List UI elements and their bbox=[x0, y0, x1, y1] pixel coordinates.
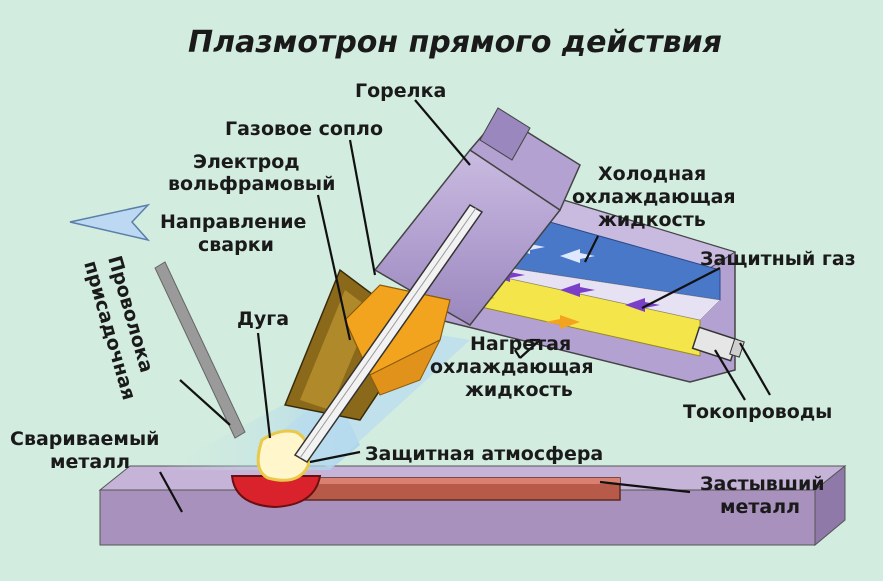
current-conductors bbox=[691, 326, 745, 362]
label-electrode-1: Электрод bbox=[193, 151, 300, 173]
diagram-title: Плазмотрон прямого действия bbox=[188, 25, 722, 60]
label-shield-gas: Защитный газ bbox=[700, 248, 856, 270]
label-cold-1: Холодная bbox=[598, 163, 706, 185]
weld-pool bbox=[230, 475, 322, 509]
label-gas-nozzle: Газовое сопло bbox=[225, 118, 383, 140]
label-base-metal-1: Свариваемый bbox=[10, 428, 159, 450]
arc bbox=[256, 429, 311, 482]
label-electrode-2: вольфрамовый bbox=[168, 173, 335, 195]
label-torch: Горелка bbox=[355, 80, 446, 102]
filler-wire bbox=[154, 261, 246, 439]
label-direction-1: Направление bbox=[160, 211, 306, 233]
pointer-lines bbox=[159, 99, 771, 513]
tungsten-electrode bbox=[293, 204, 484, 463]
label-conductors: Токопроводы bbox=[683, 401, 832, 423]
label-base-metal-2: металл bbox=[50, 451, 130, 473]
label-arc: Дуга bbox=[237, 308, 289, 330]
direction-arrow bbox=[69, 203, 151, 242]
label-cold-2: охлаждающая bbox=[572, 186, 736, 208]
label-solid-2: металл bbox=[720, 496, 800, 518]
label-cold-3: жидкость bbox=[598, 209, 706, 231]
label-atmosphere: Защитная атмосфера bbox=[365, 443, 603, 465]
label-hot-1: Нагретая bbox=[470, 333, 571, 355]
solidified-bead bbox=[304, 477, 621, 501]
label-hot-3: жидкость bbox=[465, 379, 573, 401]
label-hot-2: охлаждающая bbox=[430, 356, 594, 378]
label-solid-1: Застывший bbox=[700, 473, 825, 495]
label-direction-2: сварки bbox=[198, 234, 274, 256]
